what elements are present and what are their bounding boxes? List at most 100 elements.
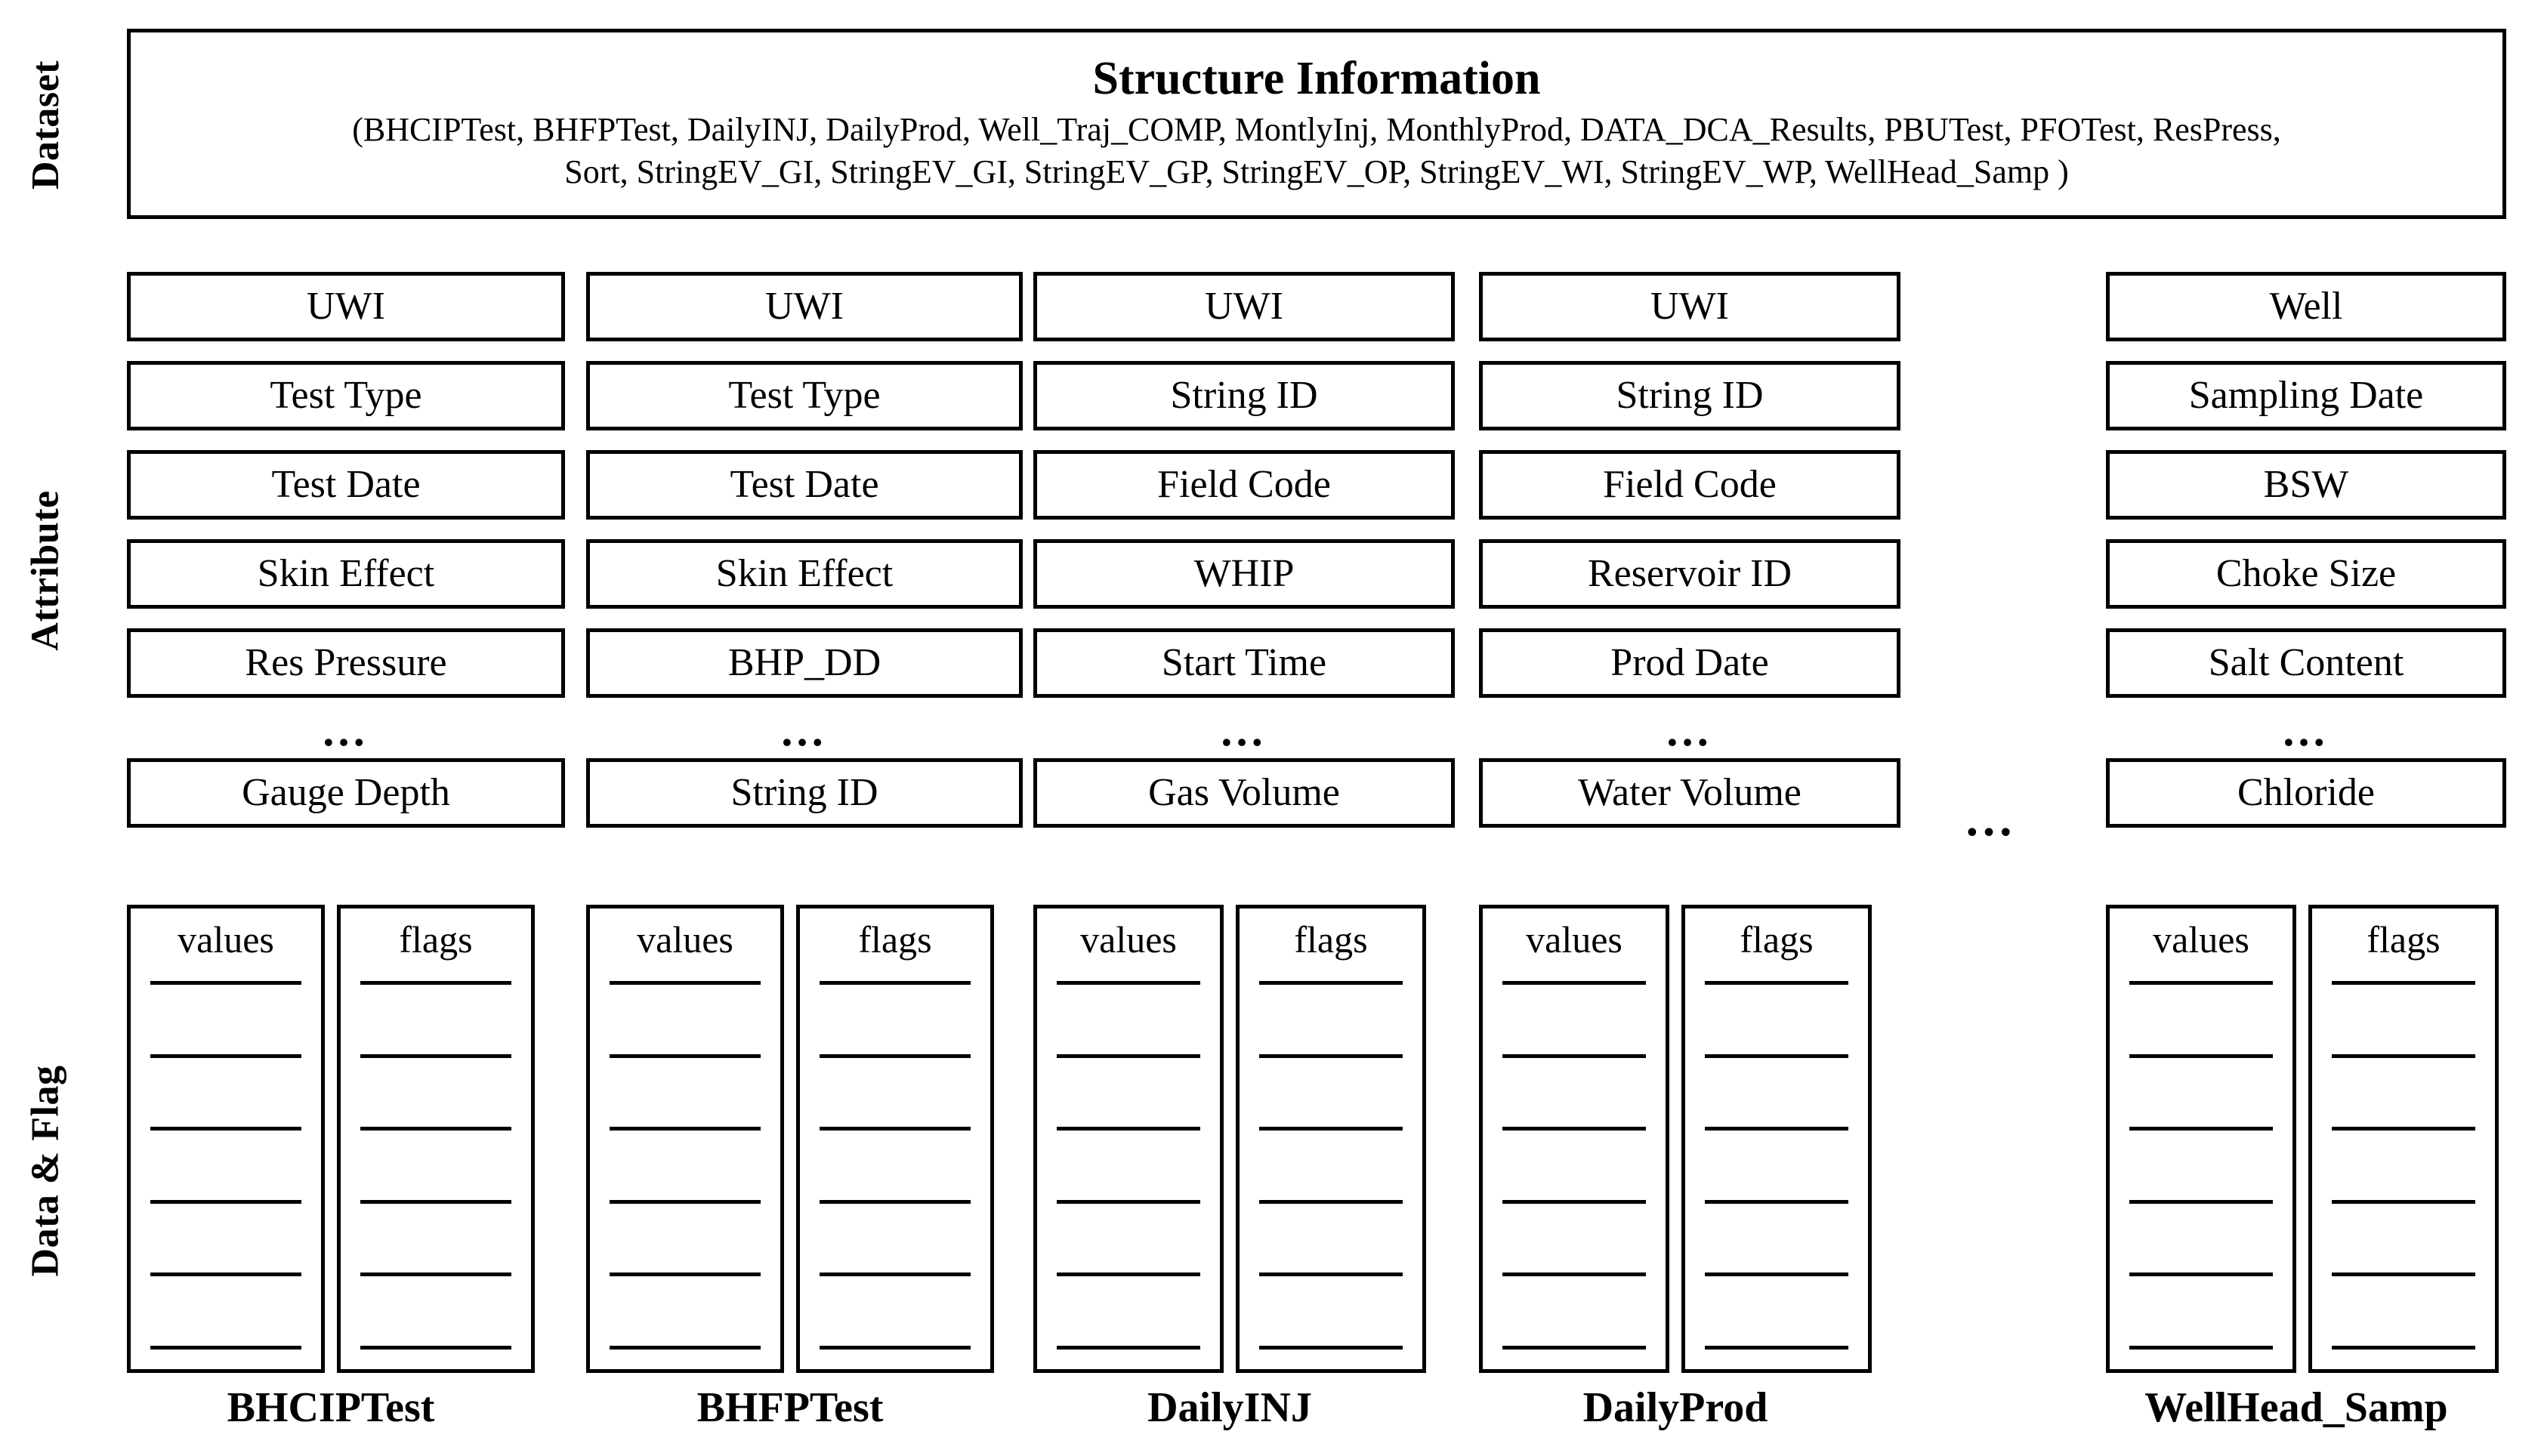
flags-rows (1705, 981, 1848, 1354)
dataset-caption-wellhead-samp: WellHead_Samp (2144, 1384, 2448, 1431)
data-flag-group-dailyprod: values flags (1479, 905, 1872, 1373)
flags-header: flags (1294, 918, 1368, 961)
flags-box: flags (796, 905, 994, 1373)
value-row-line (610, 1272, 761, 1277)
attribute-ellipsis: … (2281, 705, 2331, 755)
flag-row-line (360, 1053, 511, 1058)
flags-header: flags (1740, 918, 1814, 961)
attribute-ellipsis: … (780, 705, 829, 755)
data-flag-group-bhciptest: values flags (127, 905, 535, 1373)
flags-header: flags (858, 918, 932, 961)
values-header: values (637, 918, 733, 961)
value-row-line (1502, 981, 1646, 985)
flags-rows (1259, 981, 1403, 1354)
dataset-list-line-2: Sort, StringEV_GI, StringEV_GI, StringEV… (564, 153, 2069, 191)
attribute-box-last: Gas Volume (1033, 758, 1455, 828)
value-row-line (1057, 981, 1200, 985)
attribute-box: Start Time (1033, 628, 1455, 698)
value-row-line (1502, 1127, 1646, 1131)
flag-row-line (820, 981, 971, 985)
flag-row-line (1259, 981, 1403, 985)
attribute-box: Well (2106, 272, 2506, 341)
flag-row-line (2332, 1345, 2475, 1350)
dataset-caption-bhciptest: BHCIPTest (227, 1384, 435, 1431)
attribute-box: Test Type (127, 361, 565, 430)
attribute-ellipsis: … (321, 705, 371, 755)
attribute-box: Field Code (1033, 450, 1455, 520)
attribute-column-wellhead-samp: Well Sampling Date BSW Choke Size Salt C… (2106, 272, 2506, 847)
value-row-line (2129, 981, 2273, 985)
flags-box: flags (337, 905, 535, 1373)
flags-rows (360, 981, 511, 1354)
flag-row-line (360, 981, 511, 985)
value-row-line (1502, 1053, 1646, 1058)
flag-row-line (1259, 1127, 1403, 1131)
attribute-ellipsis: … (1219, 705, 1269, 755)
value-row-line (610, 1053, 761, 1058)
attribute-box: Sampling Date (2106, 361, 2506, 430)
flag-row-line (820, 1199, 971, 1204)
attribute-box: Salt Content (2106, 628, 2506, 698)
flags-box: flags (2308, 905, 2499, 1373)
value-row-line (150, 1127, 301, 1131)
attribute-box: Field Code (1479, 450, 1900, 520)
values-rows (150, 981, 301, 1354)
attribute-box: UWI (1033, 272, 1455, 341)
flag-row-line (1259, 1199, 1403, 1204)
flag-row-line (1705, 1053, 1848, 1058)
attribute-box: WHIP (1033, 539, 1455, 609)
attribute-box: Prod Date (1479, 628, 1900, 698)
attribute-box: Res Pressure (127, 628, 565, 698)
value-row-line (610, 1127, 761, 1131)
attribute-column-dailyprod: UWI String ID Field Code Reservoir ID Pr… (1479, 272, 1900, 847)
values-box: values (127, 905, 325, 1373)
flag-row-line (2332, 1127, 2475, 1131)
value-row-line (2129, 1199, 2273, 1204)
attribute-box: Skin Effect (586, 539, 1023, 609)
attribute-box: String ID (1479, 361, 1900, 430)
value-row-line (150, 1199, 301, 1204)
attribute-box-last: String ID (586, 758, 1023, 828)
attribute-box: Skin Effect (127, 539, 565, 609)
values-header: values (178, 918, 274, 961)
attribute-box-last: Gauge Depth (127, 758, 565, 828)
flag-row-line (1705, 1127, 1848, 1131)
attribute-box: BHP_DD (586, 628, 1023, 698)
value-row-line (150, 1345, 301, 1350)
attribute-box: Reservoir ID (1479, 539, 1900, 609)
flags-rows (820, 981, 971, 1354)
attribute-column-dailyinj: UWI String ID Field Code WHIP Start Time… (1033, 272, 1455, 847)
attribute-box: String ID (1033, 361, 1455, 430)
flag-row-line (360, 1272, 511, 1277)
flag-row-line (1259, 1345, 1403, 1350)
column-gap-ellipsis: … (1964, 791, 2021, 847)
values-box: values (1033, 905, 1224, 1373)
flags-header: flags (2367, 918, 2441, 961)
flag-row-line (820, 1053, 971, 1058)
value-row-line (150, 1053, 301, 1058)
value-row-line (1502, 1345, 1646, 1350)
values-rows (2129, 981, 2273, 1354)
data-flag-group-bhfptest: values flags (586, 905, 994, 1373)
data-flag-group-wellhead-samp: values flags (2106, 905, 2499, 1373)
flag-row-line (2332, 1199, 2475, 1204)
flag-row-line (360, 1199, 511, 1204)
data-flag-group-dailyinj: values flags (1033, 905, 1426, 1373)
attribute-box: Test Date (127, 450, 565, 520)
row-label-attribute: Attribute (0, 264, 91, 876)
flag-row-line (1705, 981, 1848, 985)
flag-row-line (1705, 1345, 1848, 1350)
values-header: values (1526, 918, 1622, 961)
flags-box: flags (1236, 905, 1426, 1373)
values-rows (610, 981, 761, 1354)
attribute-column-bhciptest: UWI Test Type Test Date Skin Effect Res … (127, 272, 565, 847)
flag-row-line (2332, 981, 2475, 985)
row-label-data-flag: Data & Flag (0, 899, 91, 1442)
row-label-data-flag-text: Data & Flag (23, 1065, 67, 1276)
values-rows (1057, 981, 1200, 1354)
values-box: values (586, 905, 784, 1373)
value-row-line (1502, 1272, 1646, 1277)
attribute-box: Test Date (586, 450, 1023, 520)
attribute-box-last: Water Volume (1479, 758, 1900, 828)
attribute-column-bhfptest: UWI Test Type Test Date Skin Effect BHP_… (586, 272, 1023, 847)
